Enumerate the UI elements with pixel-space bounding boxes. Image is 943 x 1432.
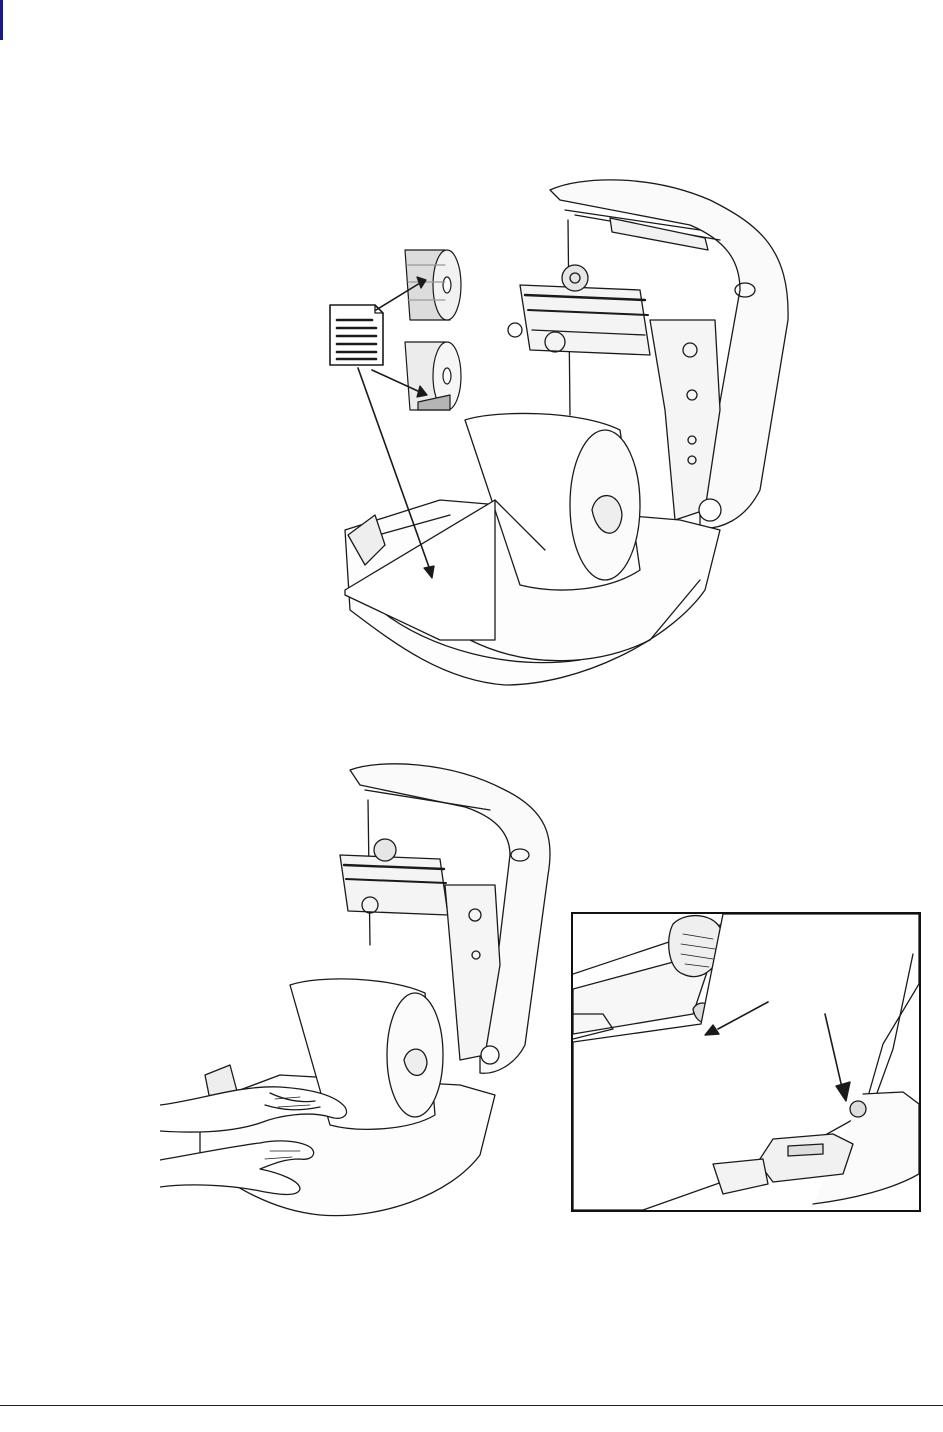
footer-rule bbox=[0, 1405, 943, 1406]
page-edge-marker bbox=[0, 0, 3, 40]
printer-open-media-types-illustration bbox=[320, 170, 800, 695]
printer-feed-media-illustration bbox=[160, 755, 560, 1225]
document-icon bbox=[330, 305, 383, 365]
media-guide-detail-illustration bbox=[571, 912, 921, 1212]
